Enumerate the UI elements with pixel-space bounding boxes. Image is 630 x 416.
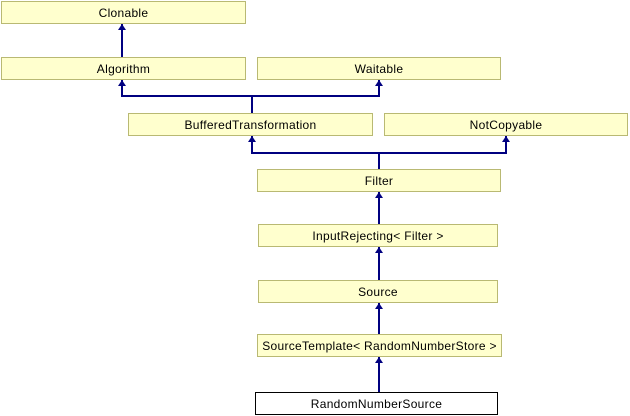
arrowhead-to-buffered-transformation — [248, 136, 256, 142]
edge-inputrejecting-to-filter-stem — [378, 192, 380, 224]
arrowhead-to-clonable — [118, 24, 126, 30]
class-node-source[interactable]: Source — [258, 280, 498, 303]
edge-filter-down-stem — [378, 152, 380, 169]
class-node-not-copyable[interactable]: NotCopyable — [384, 113, 628, 136]
arrowhead-to-algorithm — [118, 80, 126, 86]
class-node-buffered-transformation[interactable]: BufferedTransformation — [128, 113, 373, 136]
edge-algorithm-to-clonable-stem — [121, 24, 123, 57]
arrowhead-to-input-rejecting — [375, 247, 383, 253]
class-node-waitable[interactable]: Waitable — [257, 57, 501, 80]
arrowhead-to-filter — [375, 192, 383, 198]
edge-filter-to-notcopyable-stem — [505, 136, 507, 153]
class-node-random-number-source-current: RandomNumberSource — [255, 392, 498, 415]
arrowhead-to-waitable — [375, 80, 383, 86]
edge-sourcetemplate-to-source-stem — [378, 303, 380, 334]
edge-source-to-inputrejecting-stem — [378, 247, 380, 280]
class-node-input-rejecting[interactable]: InputRejecting< Filter > — [258, 224, 498, 247]
edge-buffered-to-algorithm-stem — [121, 80, 123, 97]
arrowhead-to-source — [375, 303, 383, 309]
class-node-clonable[interactable]: Clonable — [1, 1, 246, 24]
edge-randomnumbersource-to-sourcetemplate-stem — [378, 357, 380, 392]
class-node-filter[interactable]: Filter — [257, 169, 501, 192]
edge-buffered-to-waitable-stem — [378, 80, 380, 97]
arrowhead-to-source-template — [375, 357, 383, 363]
edge-buffered-down-stem — [251, 96, 253, 113]
class-node-source-template[interactable]: SourceTemplate< RandomNumberStore > — [257, 334, 502, 357]
edge-buffered-junction-horizontal — [121, 95, 380, 97]
edge-filter-to-buffered-stem — [251, 136, 253, 153]
class-node-algorithm[interactable]: Algorithm — [1, 57, 246, 80]
arrowhead-to-not-copyable — [502, 136, 510, 142]
